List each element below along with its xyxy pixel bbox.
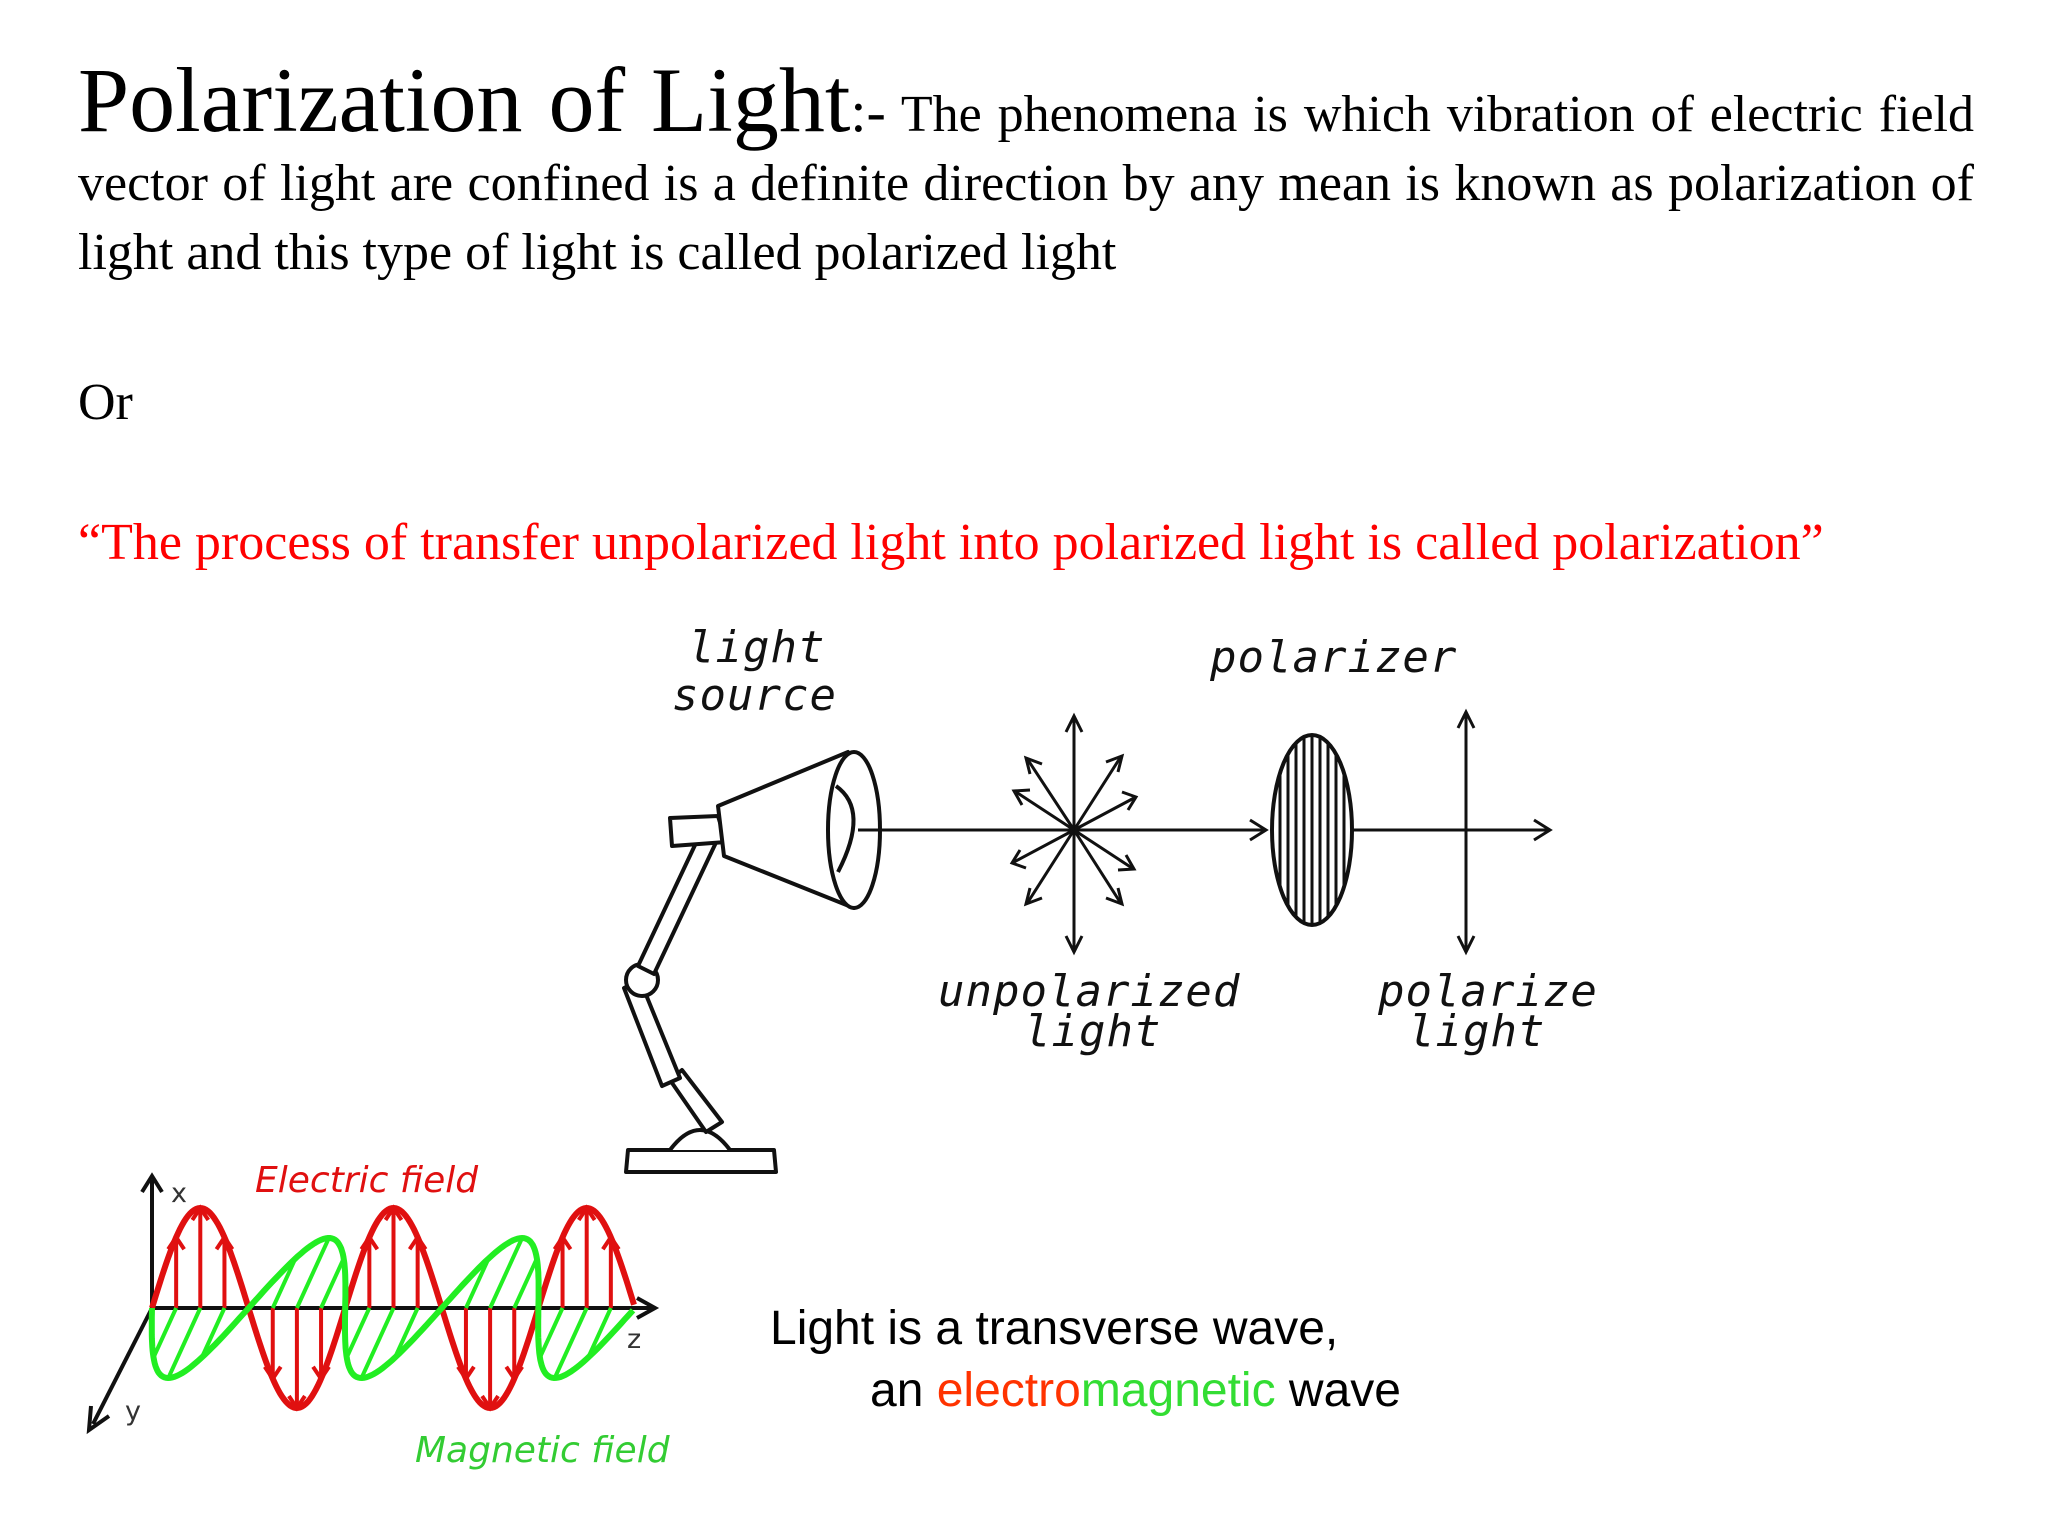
magnetic-vector-arrow (393, 1307, 420, 1359)
magnetic-vector-arrow (512, 1257, 539, 1309)
magnetic-vector-arrow (319, 1257, 346, 1309)
electric-field-wave (149, 1204, 637, 1412)
caption-suffix: wave (1275, 1364, 1401, 1417)
polarization-diagram: light source polarizer unpolarized light… (622, 622, 1600, 1174)
magnetic-vector-arrow (464, 1257, 491, 1309)
y-axis-label: y (125, 1396, 141, 1427)
slide-heading: Polarization of Light (78, 49, 851, 151)
em-wave-diagram: x y z Electric field Magnetic field (86, 1160, 671, 1471)
magnetic-field-label: Magnetic field (415, 1430, 671, 1471)
light-source-label-line1: light (688, 622, 825, 673)
x-axis-label: x (171, 1178, 187, 1209)
magnetic-vector-arrow (344, 1307, 372, 1359)
electric-field-vectors (166, 1204, 621, 1412)
polarized-label-line2: light (1408, 1006, 1545, 1057)
magnetic-field-wave (148, 1234, 636, 1382)
or-text: Or (78, 374, 133, 431)
magnetic-vector-arrow (552, 1307, 589, 1379)
polarization-quote: “The process of transfer unpolarized lig… (78, 514, 1824, 571)
magnetic-field-vectors (151, 1237, 613, 1379)
magnetic-vector-arrow (200, 1307, 227, 1359)
light-beam (858, 818, 1553, 842)
magnetic-vector-arrow (359, 1307, 396, 1379)
magnetic-vector-arrow (488, 1237, 524, 1309)
unpolarized-label-line1: unpolarized (938, 966, 1240, 1017)
definition-paragraph: Polarization of Light:- The phenomena is… (78, 54, 1974, 287)
heading-suffix: :- (850, 79, 886, 144)
polarized-label-line1: polarized (1377, 966, 1600, 1017)
magnetic-vector-arrow (166, 1307, 203, 1379)
unpolarized-vector-star-icon (1009, 712, 1139, 956)
magnetic-vector-arrow (538, 1307, 565, 1359)
electric-field-label: Electric field (255, 1160, 479, 1201)
caption-electro: electro (936, 1364, 1081, 1417)
definition-text: The phenomena is which vibration of elec… (78, 86, 1974, 281)
unpolarized-label-line2: light (1024, 1006, 1161, 1057)
wave-axes (86, 1172, 660, 1435)
caption-prefix: an (870, 1364, 937, 1417)
polarizer-filter-icon (1270, 733, 1354, 927)
wave-caption: Light is a transverse wave, an electroma… (770, 1298, 1401, 1422)
caption-magnetic: magnetic (1080, 1364, 1276, 1417)
z-axis-label: z (627, 1324, 641, 1355)
magnetic-vector-arrow (151, 1307, 178, 1359)
caption-line1: Light is a transverse wave, (770, 1302, 1339, 1355)
caption-line2: an electromagnetic wave (770, 1360, 1401, 1422)
polarizer-label: polarizer (1209, 632, 1457, 683)
polarized-vertical-vector-icon (1456, 708, 1476, 956)
magnetic-vector-arrow (295, 1237, 331, 1309)
light-source-label-line2: source (672, 670, 837, 721)
desk-lamp-icon (622, 750, 882, 1174)
magnetic-vector-arrow (270, 1257, 298, 1309)
magnetic-vector-arrow (586, 1307, 613, 1359)
